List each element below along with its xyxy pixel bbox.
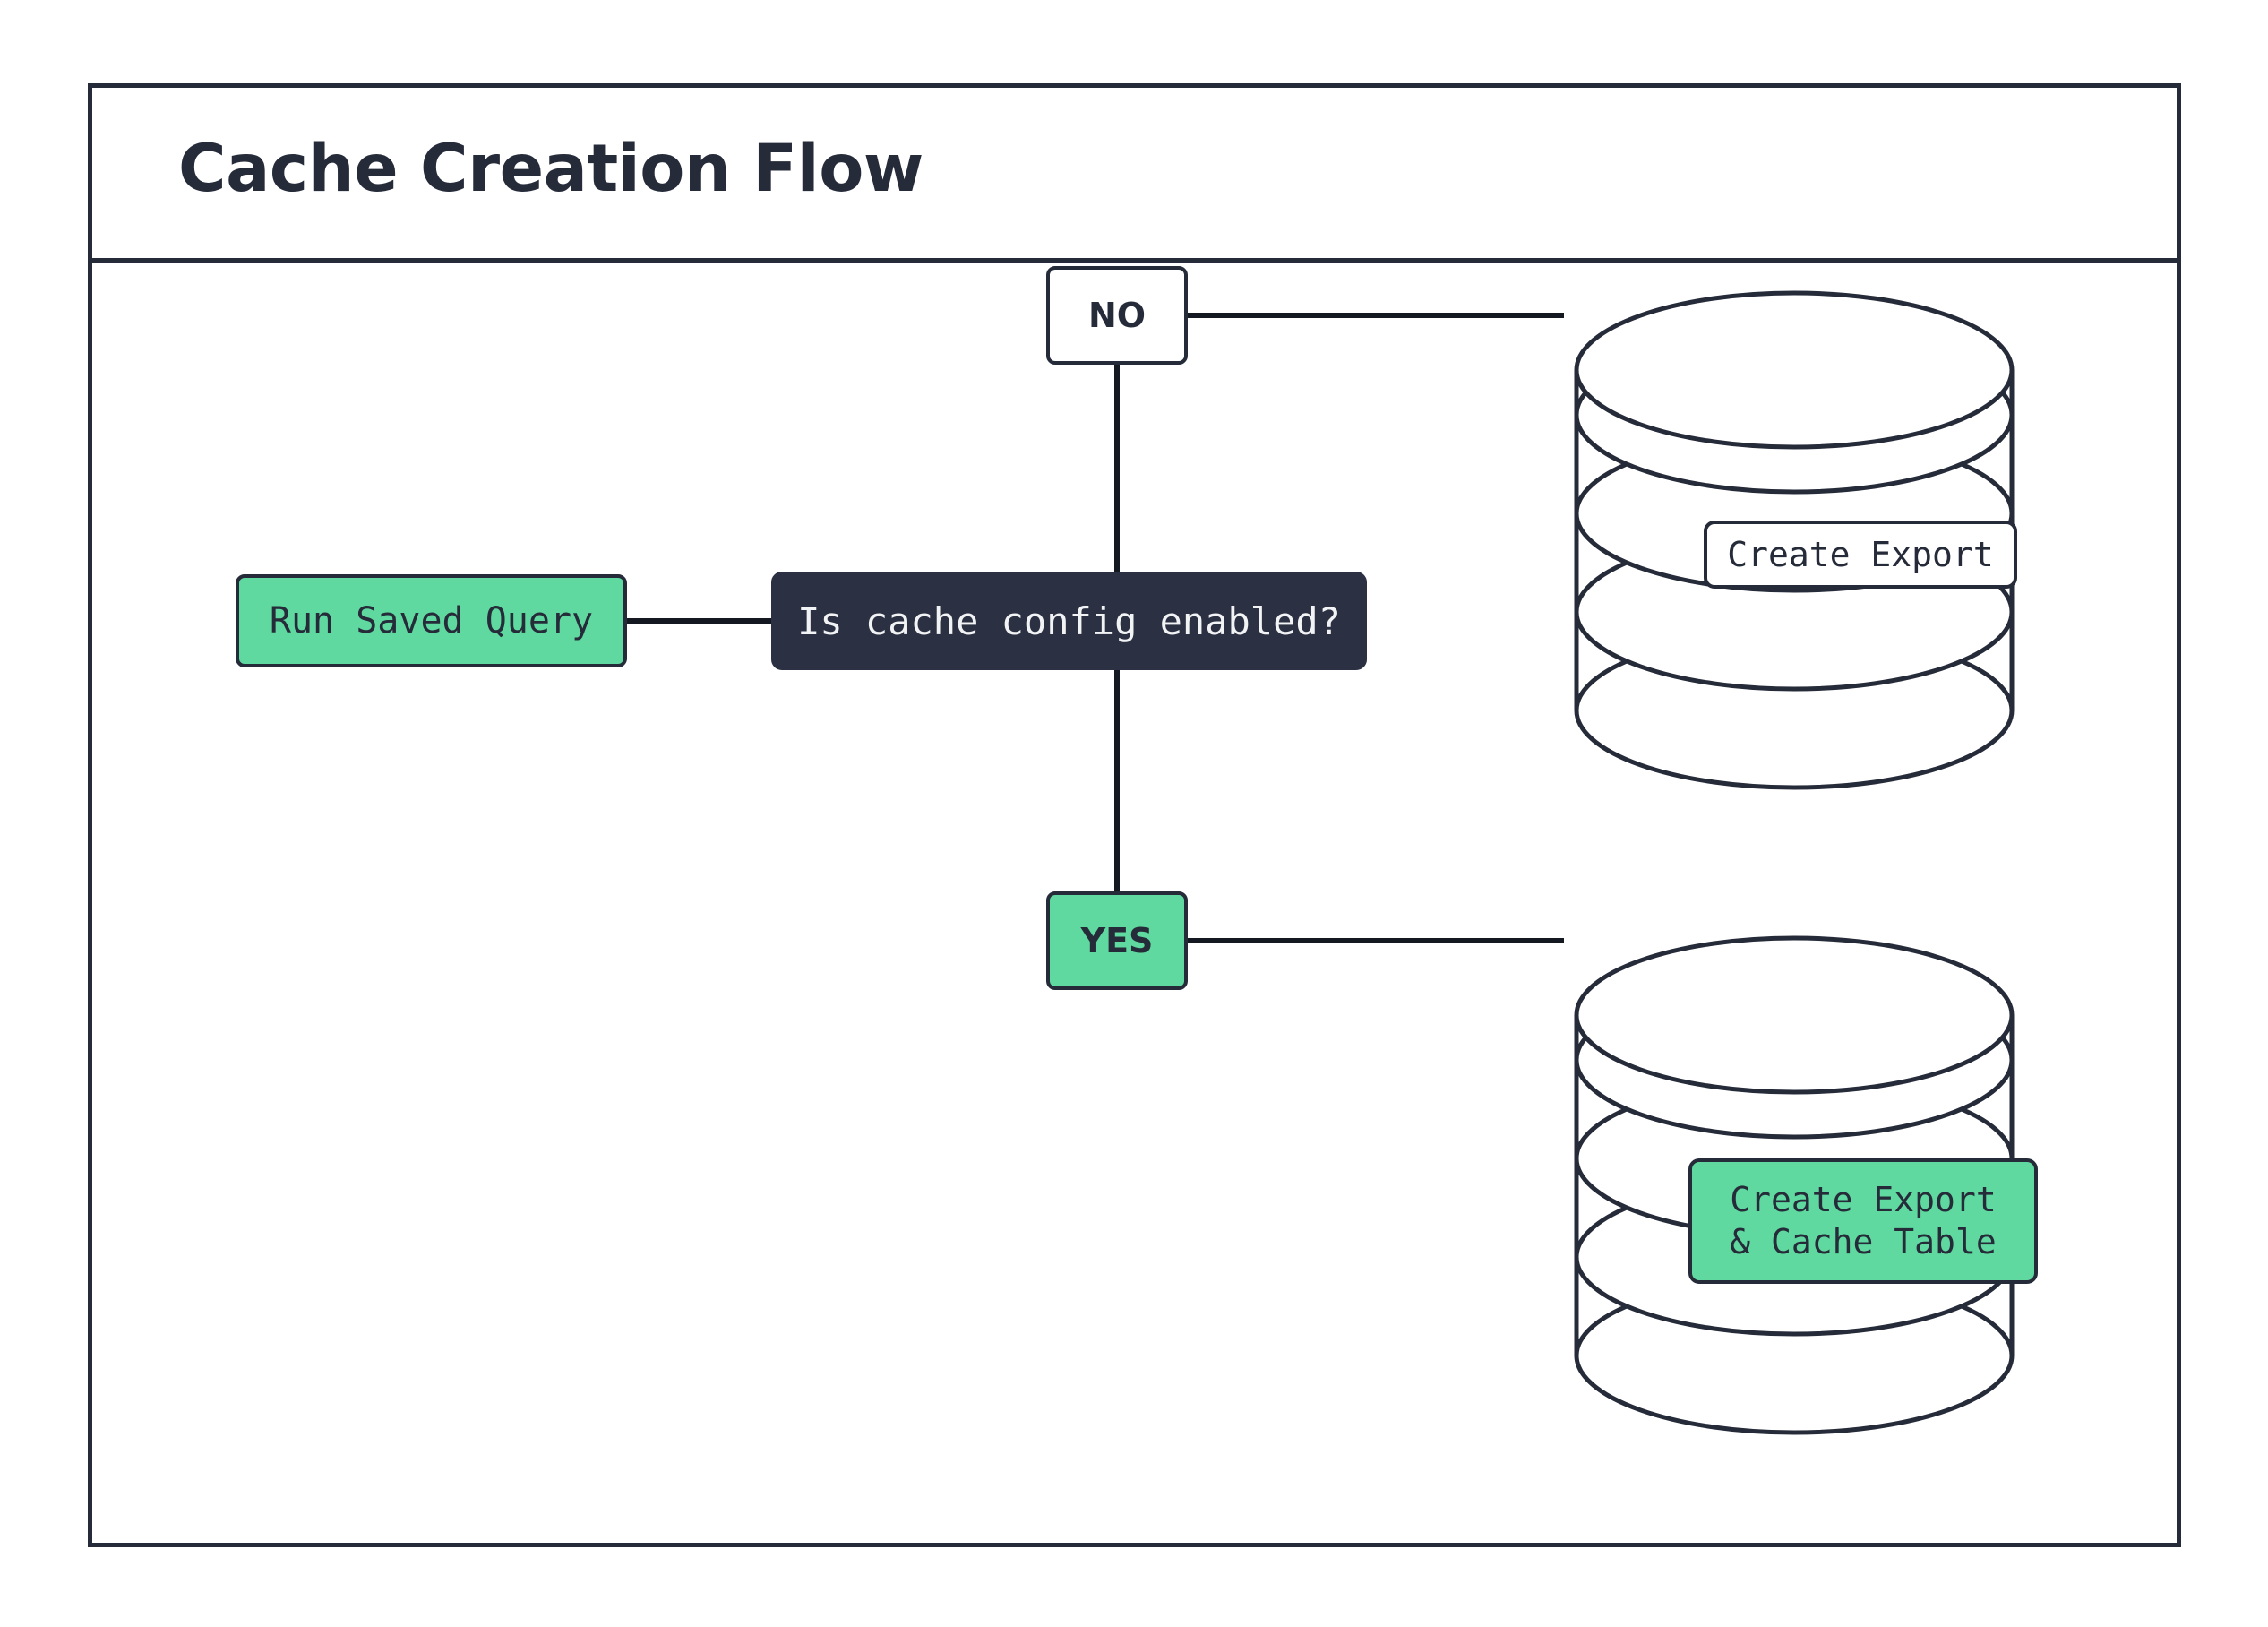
- node-run-saved-query[interactable]: Run Saved Query: [236, 574, 627, 667]
- node-create-export-cache-line-2: & Cache Table: [1730, 1222, 1997, 1261]
- node-create-export-cache[interactable]: Create Export & Cache Table: [1688, 1158, 2038, 1284]
- diagram-header: Cache Creation Flow: [92, 88, 2177, 263]
- node-decision[interactable]: Is cache config enabled?: [771, 572, 1367, 670]
- edge-label-no[interactable]: NO: [1046, 266, 1188, 365]
- node-create-export-cache-line-1: Create Export: [1730, 1179, 1997, 1219]
- diagram-body: Run Saved Query Is cache config enabled?…: [92, 263, 2177, 1543]
- diagram-frame: Cache Creation Flow: [88, 83, 2181, 1547]
- page-title: Cache Creation Flow: [178, 131, 924, 207]
- edge-label-yes[interactable]: YES: [1046, 891, 1188, 990]
- node-create-export[interactable]: Create Export: [1704, 521, 2017, 589]
